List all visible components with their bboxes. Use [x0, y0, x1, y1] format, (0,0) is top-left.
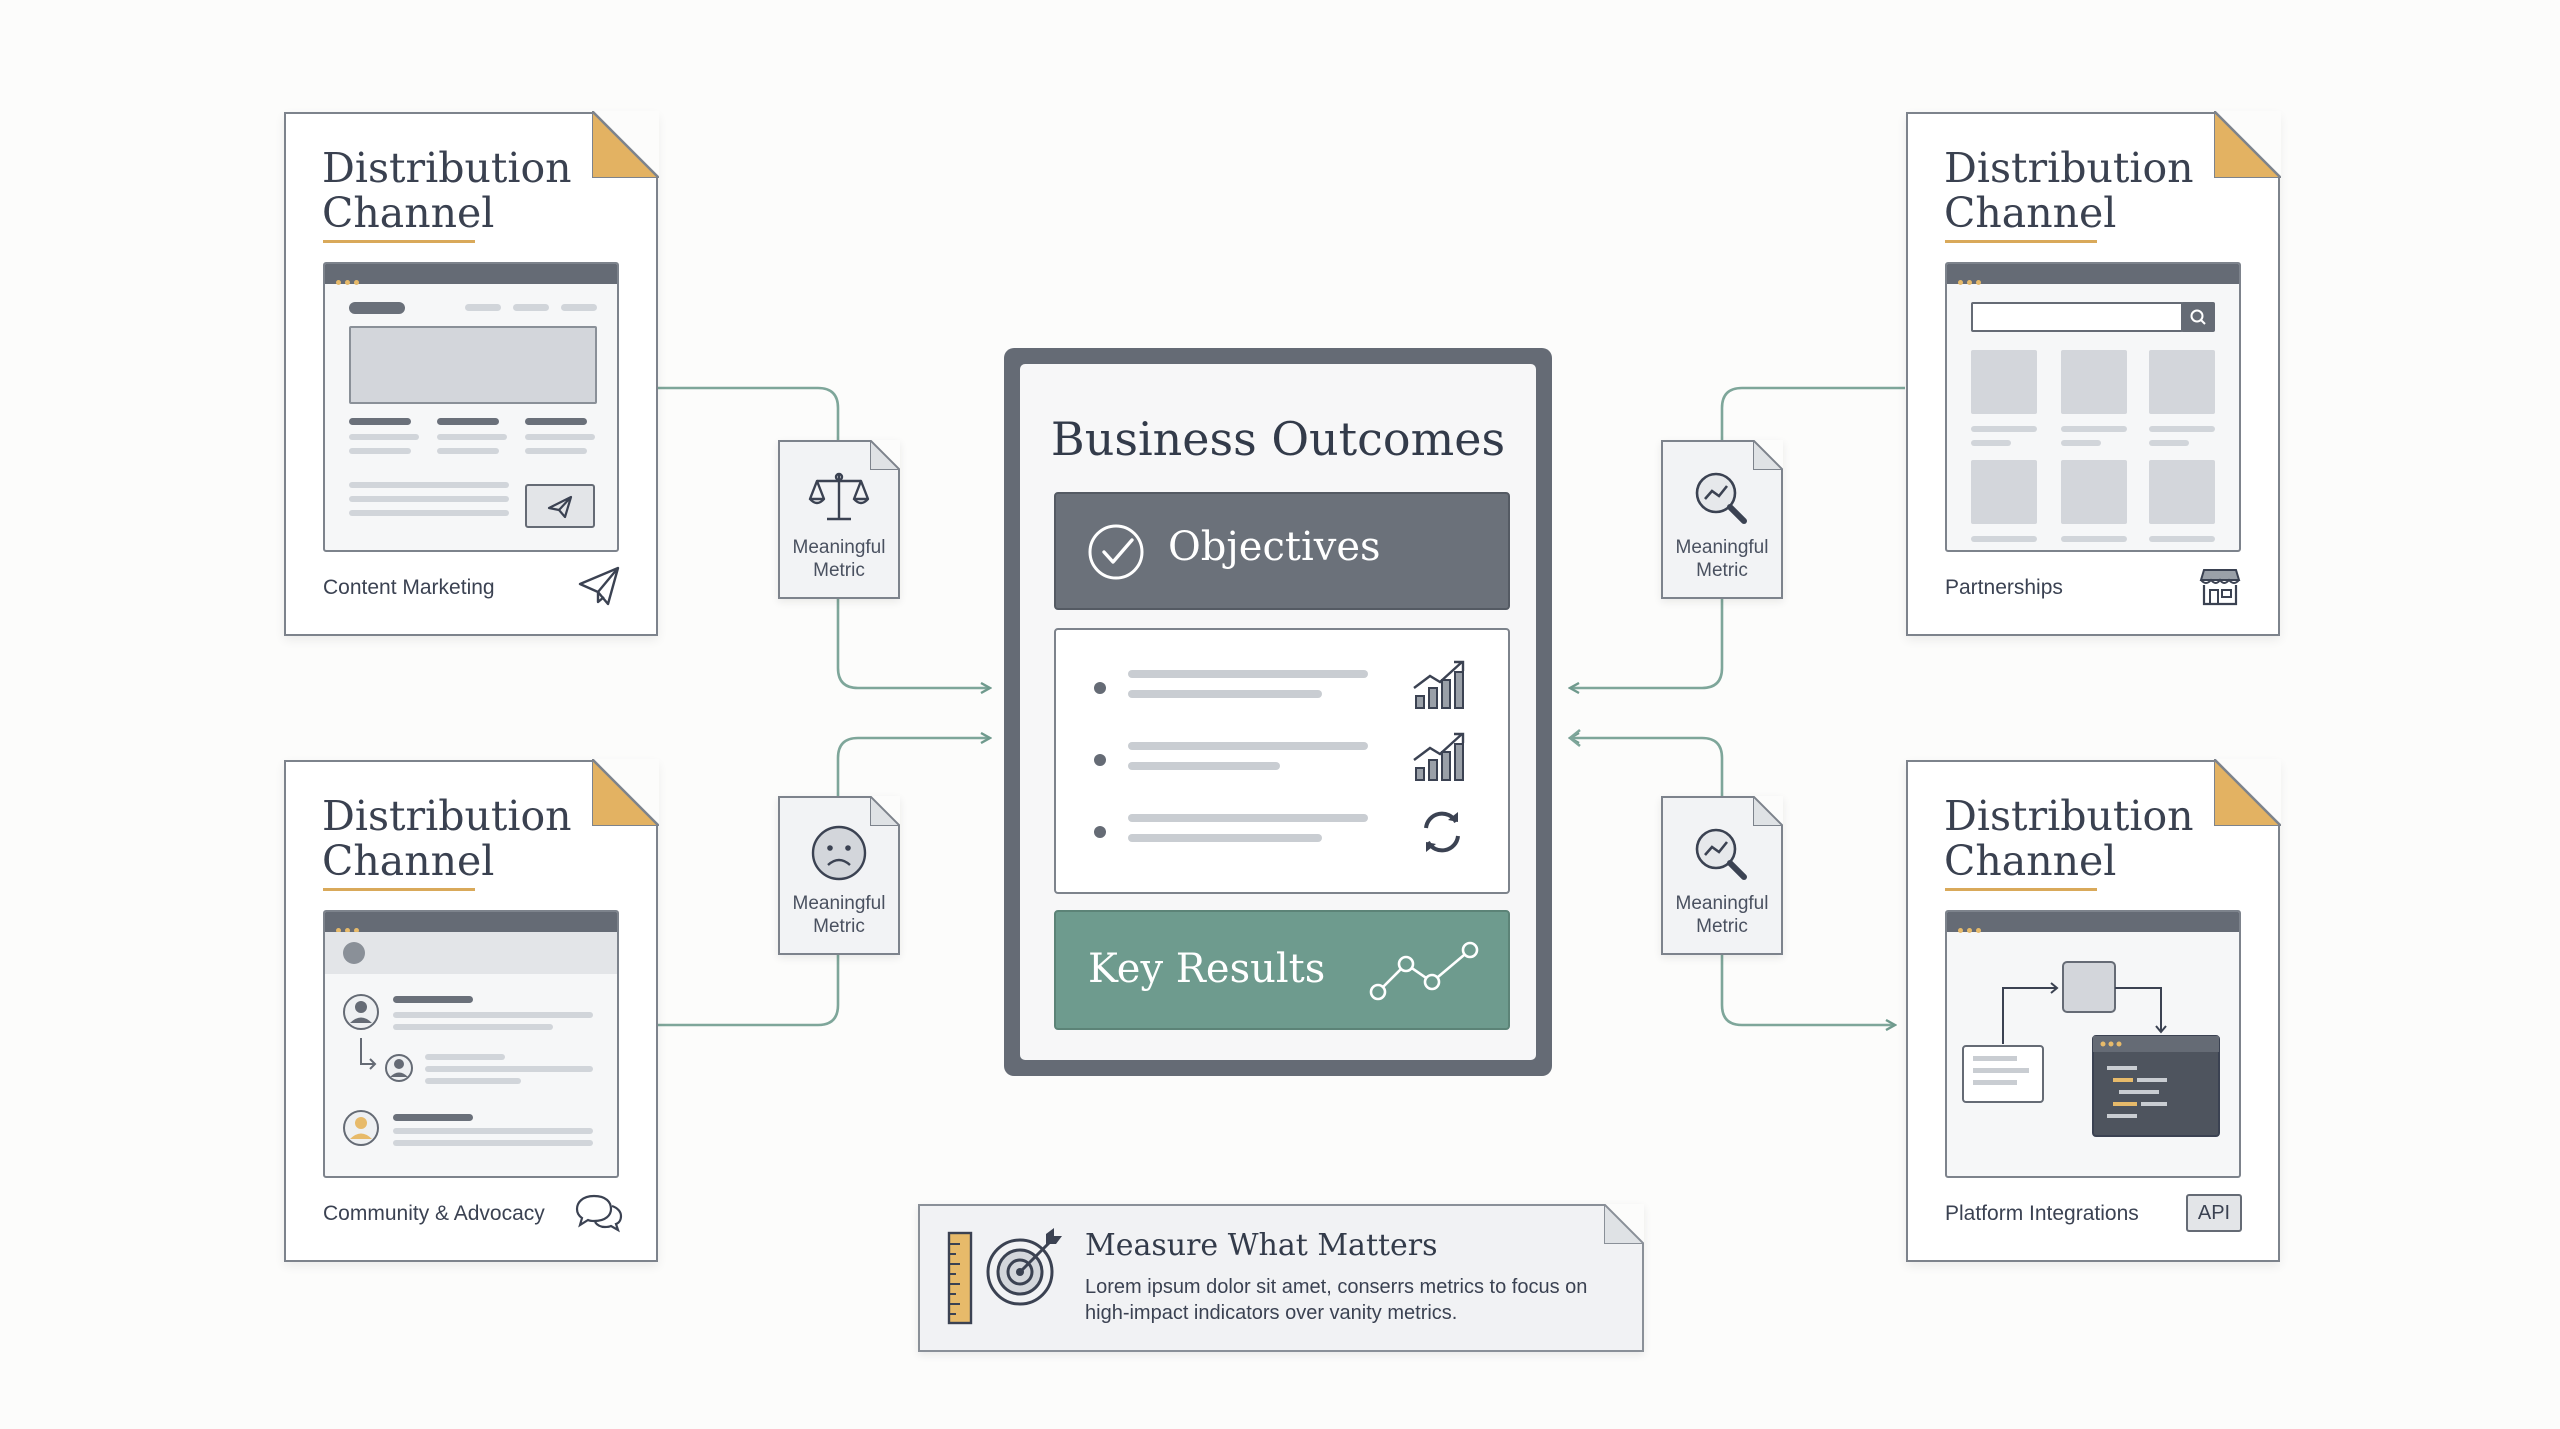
title-underline [1945, 240, 2097, 243]
channel-card-partnerships[interactable]: Distribution Channel Partnerships [1906, 111, 2281, 636]
ruler-icon [947, 1231, 973, 1325]
channel-title: Distribution Channel [322, 792, 572, 885]
browser-window-mockup [323, 262, 619, 552]
connector-content-marketing [655, 386, 840, 440]
channel-card-community-advocacy[interactable]: Distribution Channel Community & Advocac… [284, 759, 659, 1262]
title-underline [323, 240, 475, 243]
channel-label: Partnerships [1945, 576, 2063, 599]
connector-hub-right-lower [1569, 728, 1581, 748]
paper-plane-icon [578, 566, 620, 606]
metric-card-2[interactable]: Meaningful Metric [1661, 440, 1783, 599]
refresh-icon [1424, 811, 1460, 853]
connector-hub-to-metric-4 [1570, 738, 1722, 796]
objectives-list [1054, 628, 1510, 894]
title-underline [1945, 888, 2097, 891]
channel-label: Platform Integrations [1945, 1202, 2139, 1225]
channel-title: Distribution Channel [1944, 792, 2194, 885]
objectives-label: Objectives [1168, 524, 1381, 570]
channel-card-platform-integrations[interactable]: Distribution Channel Platform Integratio… [1906, 759, 2281, 1262]
growth-chart-icon [1413, 732, 1465, 781]
user-avatar-icon [343, 994, 379, 1030]
api-badge-icon: API [2186, 1194, 2242, 1232]
api-badge-label: API [2197, 1202, 2231, 1224]
connector-metric-3-to-hub [836, 738, 990, 796]
folded-corner-icon [1604, 1204, 1644, 1244]
metric-card-3[interactable]: Meaningful Metric [778, 796, 900, 955]
metric-label: Meaningful Metric [1675, 893, 1769, 937]
business-outcomes-panel: Business Outcomes Objectives [1004, 348, 1552, 1076]
channel-card-content-marketing[interactable]: Distribution Channel Content Marketing [284, 111, 659, 636]
connector-metric-1-to-hub [836, 596, 990, 688]
folded-corner-icon [870, 796, 900, 826]
callout-text: Lorem ipsum dolor sit amet, conserrs met… [1085, 1276, 1588, 1324]
check-circle-icon [1088, 524, 1144, 580]
balance-scale-icon [808, 472, 870, 521]
metric-label: Meaningful Metric [792, 893, 886, 937]
storefront-icon [2199, 569, 2241, 606]
metric-card-4[interactable]: Meaningful Metric [1661, 796, 1783, 955]
browser-window-mockup [323, 910, 619, 1178]
channel-label: Content Marketing [323, 576, 495, 599]
search-input[interactable] [1971, 302, 2183, 332]
connector-community [655, 952, 840, 1027]
search-icon [2190, 309, 2206, 325]
metric-card-1[interactable]: Meaningful Metric [778, 440, 900, 599]
title-underline [323, 888, 475, 891]
paper-plane-icon [547, 495, 573, 519]
folded-corner-icon [2214, 111, 2281, 178]
list-item [1056, 802, 1508, 888]
metric-label: Meaningful Metric [1675, 537, 1769, 581]
reply-arrow-icon [360, 1038, 377, 1070]
callout-title: Measure What Matters [1085, 1228, 1438, 1263]
target-dart-icon [986, 1228, 1062, 1306]
measure-what-matters-callout: Measure What Matters Lorem ipsum dolor s… [918, 1204, 1644, 1352]
key-results-bar[interactable]: Key Results [1054, 910, 1510, 1030]
folded-corner-icon [1753, 796, 1783, 826]
sad-face-icon [811, 825, 867, 881]
folded-corner-icon [592, 759, 659, 826]
channel-title: Distribution Channel [1944, 144, 2194, 237]
hub-title: Business Outcomes [1050, 412, 1506, 466]
search-button[interactable] [2181, 302, 2215, 332]
channel-label: Community & Advocacy [323, 1202, 545, 1225]
user-avatar-icon [343, 1110, 379, 1146]
growth-chart-icon [1413, 660, 1465, 709]
list-item [1056, 716, 1508, 802]
folded-corner-icon [592, 111, 659, 178]
metric-label: Meaningful Metric [792, 537, 886, 581]
key-results-label: Key Results [1088, 946, 1326, 992]
magnifier-chart-icon [1695, 472, 1747, 524]
user-avatar-icon [385, 1054, 413, 1082]
connector-metric-4-out [1720, 952, 1895, 1025]
chat-bubbles-icon [575, 1194, 623, 1233]
list-item [1056, 630, 1508, 716]
browser-window-mockup [1945, 910, 2241, 1178]
line-trend-icon [1369, 941, 1479, 1001]
send-button[interactable] [525, 484, 595, 528]
folded-corner-icon [1753, 440, 1783, 470]
browser-window-mockup [1945, 262, 2241, 552]
connector-metric-2-to-hub [1570, 596, 1724, 688]
channel-title: Distribution Channel [322, 144, 572, 237]
objectives-bar[interactable]: Objectives [1054, 492, 1510, 610]
magnifier-chart-icon [1695, 828, 1747, 880]
connector-partnerships [1720, 386, 1905, 440]
folded-corner-icon [2214, 759, 2281, 826]
integration-flow-diagram [1962, 961, 2220, 1137]
folded-corner-icon [870, 440, 900, 470]
